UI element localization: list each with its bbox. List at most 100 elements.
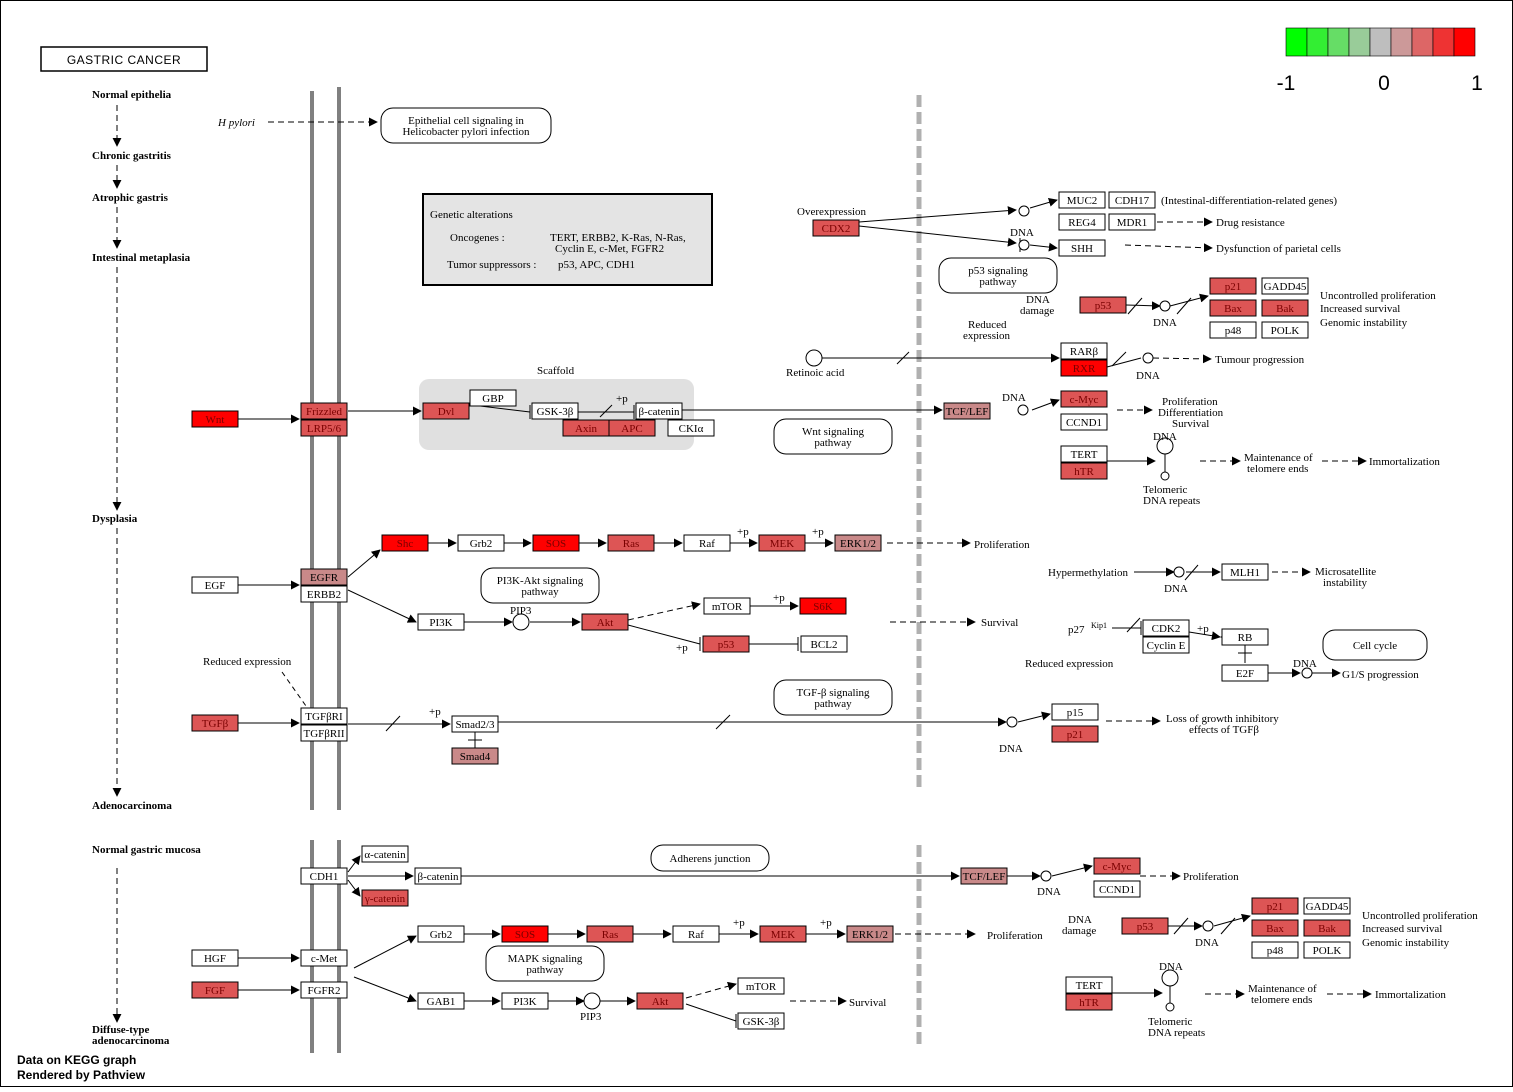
gene-node-mlh1[interactable]: MLH1: [1221, 563, 1269, 581]
gene-node-tgf-ri[interactable]: TGFβRI: [300, 707, 348, 725]
gene-node-cdh1[interactable]: CDH1: [300, 867, 348, 885]
gene-node-pi3k[interactable]: PI3K: [417, 613, 465, 631]
gene-node-gbp[interactable]: GBP: [469, 389, 517, 407]
gene-node-s6k[interactable]: S6K: [799, 597, 847, 615]
gene-node-bak[interactable]: Bak: [1261, 299, 1309, 317]
gene-node-p53[interactable]: p53: [702, 635, 750, 653]
gene-node-gab1[interactable]: GAB1: [417, 992, 465, 1010]
gene-node-akt[interactable]: Akt: [581, 613, 629, 631]
gene-node-egf[interactable]: EGF: [191, 576, 239, 594]
pathway-link-adherens-junction[interactable]: Adherens junction: [650, 844, 770, 872]
gene-node-e2f[interactable]: E2F: [1221, 664, 1269, 682]
gene-node-tert[interactable]: TERT: [1065, 976, 1113, 994]
gene-node-mtor[interactable]: mTOR: [737, 977, 785, 995]
gene-node-label: mTOR: [746, 981, 777, 993]
gene-node-bax[interactable]: Bax: [1251, 919, 1299, 937]
gene-node-ccnd1[interactable]: CCND1: [1060, 413, 1108, 431]
gene-node-wnt[interactable]: Wnt: [191, 410, 239, 428]
gene-node-rar[interactable]: RARβ: [1060, 342, 1108, 360]
gene-node-rxr[interactable]: RXR: [1060, 359, 1108, 377]
gene-node-cdh17[interactable]: CDH17: [1108, 191, 1156, 209]
gene-node-mek[interactable]: MEK: [759, 925, 807, 943]
gene-node-catenin[interactable]: α-catenin: [361, 845, 409, 863]
gene-node-rb[interactable]: RB: [1221, 628, 1269, 646]
gene-node-ccnd1[interactable]: CCND1: [1093, 880, 1141, 898]
gene-node-ras[interactable]: Ras: [586, 925, 634, 943]
gene-node-tcf-lef[interactable]: TCF/LEF: [960, 867, 1008, 885]
gene-node-tgf-rii[interactable]: TGFβRII: [300, 724, 348, 742]
gene-node-frizzled[interactable]: Frizzled: [300, 402, 348, 420]
gene-node-cdx2[interactable]: CDX2: [812, 219, 860, 237]
gene-node-grb2[interactable]: Grb2: [417, 925, 465, 943]
pathway-link-cell-cycle[interactable]: Cell cycle: [1322, 629, 1428, 661]
gene-node-c-myc[interactable]: c-Myc: [1060, 390, 1108, 408]
gene-node-fgfr2[interactable]: FGFR2: [300, 981, 348, 999]
gene-node-lrp5-6[interactable]: LRP5/6: [300, 419, 348, 437]
gene-node-sos[interactable]: SOS: [501, 925, 549, 943]
gene-node-gadd45[interactable]: GADD45: [1303, 897, 1351, 915]
gene-node-label: Raf: [688, 929, 704, 941]
gene-node-polk[interactable]: POLK: [1303, 941, 1351, 959]
gene-node-bak[interactable]: Bak: [1303, 919, 1351, 937]
gene-node-p21[interactable]: p21: [1209, 277, 1257, 295]
gene-node-shh[interactable]: SHH: [1058, 239, 1106, 257]
gene-node-gadd45[interactable]: GADD45: [1261, 277, 1309, 295]
gene-node-p48[interactable]: p48: [1209, 321, 1257, 339]
gene-node-mek[interactable]: MEK: [758, 534, 806, 552]
gene-node-fgf[interactable]: FGF: [191, 981, 239, 999]
gene-node-p15[interactable]: p15: [1051, 703, 1099, 721]
gene-node-p48[interactable]: p48: [1251, 941, 1299, 959]
gene-node-erbb2[interactable]: ERBB2: [300, 585, 348, 603]
gene-node-htr[interactable]: hTR: [1060, 462, 1108, 480]
pathway-link-epithelial-cell-signaling-in[interactable]: Epithelial cell signaling inHelicobacter…: [380, 107, 552, 144]
gene-node-egfr[interactable]: EGFR: [300, 568, 348, 586]
gene-node-hgf[interactable]: HGF: [191, 949, 239, 967]
gene-node-erk1-2[interactable]: ERK1/2: [834, 534, 882, 552]
gene-node-p21[interactable]: p21: [1051, 725, 1099, 743]
gene-node-raf[interactable]: Raf: [683, 534, 731, 552]
gene-node-shc[interactable]: Shc: [381, 534, 429, 552]
gene-node-reg4[interactable]: REG4: [1058, 213, 1106, 231]
gene-node-catenin[interactable]: γ-catenin: [361, 889, 409, 907]
gene-node-bax[interactable]: Bax: [1209, 299, 1257, 317]
gene-node-raf[interactable]: Raf: [672, 925, 720, 943]
gene-node-p53[interactable]: p53: [1079, 296, 1127, 314]
gene-node-p53[interactable]: p53: [1121, 917, 1169, 935]
gene-node-muc2[interactable]: MUC2: [1058, 191, 1106, 209]
gene-node-pi3k[interactable]: PI3K: [501, 992, 549, 1010]
gene-node-polk[interactable]: POLK: [1261, 321, 1309, 339]
gene-node-gsk-3[interactable]: GSK-3β: [531, 402, 579, 420]
gene-node-tcf-lef[interactable]: TCF/LEF: [943, 402, 991, 420]
gene-node-axin[interactable]: Axin: [562, 419, 610, 437]
gene-node-smad4[interactable]: Smad4: [451, 747, 499, 765]
gene-node-tert[interactable]: TERT: [1060, 445, 1108, 463]
gene-node-cki[interactable]: CKIα: [667, 419, 715, 437]
gene-node-akt[interactable]: Akt: [636, 992, 684, 1010]
gene-node-cdk2[interactable]: CDK2: [1142, 619, 1190, 637]
gene-node-sos[interactable]: SOS: [532, 534, 580, 552]
gene-node-htr[interactable]: hTR: [1065, 993, 1113, 1011]
gene-node-erk1-2[interactable]: ERK1/2: [846, 925, 894, 943]
gene-node-catenin[interactable]: β-catenin: [635, 402, 683, 420]
gene-node-grb2[interactable]: Grb2: [457, 534, 505, 552]
gene-node-cyclin-e[interactable]: Cyclin E: [1142, 636, 1190, 654]
gene-node-ras[interactable]: Ras: [607, 534, 655, 552]
gene-node-p21[interactable]: p21: [1251, 897, 1299, 915]
gene-node-tgf[interactable]: TGFβ: [191, 714, 239, 732]
gene-node-c-met[interactable]: c-Met: [300, 949, 348, 967]
gene-node-c-myc[interactable]: c-Myc: [1093, 857, 1141, 875]
gene-node-catenin[interactable]: β-catenin: [414, 867, 462, 885]
gene-node-mtor[interactable]: mTOR: [703, 597, 751, 615]
gene-node-bcl2[interactable]: BCL2: [800, 635, 848, 653]
gene-node-smad2-3[interactable]: Smad2/3: [451, 715, 499, 733]
gene-node-apc[interactable]: APC: [608, 419, 656, 437]
gene-node-dvl[interactable]: Dvl: [422, 402, 470, 420]
gene-node-mdr1[interactable]: MDR1: [1108, 213, 1156, 231]
annotation-label: DNA: [1293, 658, 1317, 670]
gene-node-gsk-3[interactable]: GSK-3β: [737, 1012, 785, 1030]
